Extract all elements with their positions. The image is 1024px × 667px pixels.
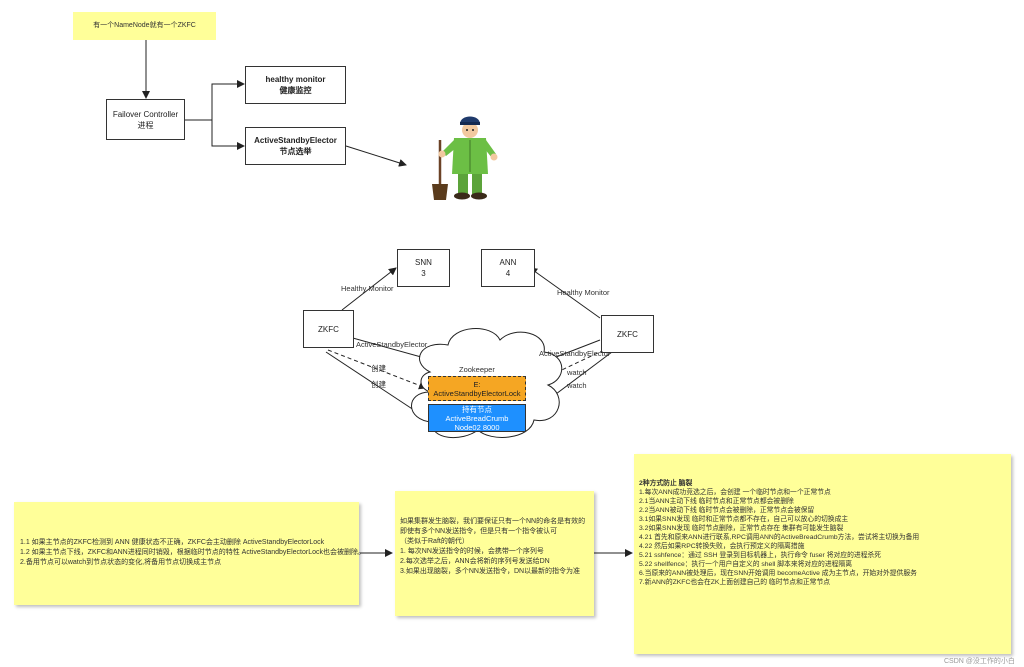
snn-num: 3 — [421, 269, 426, 278]
healthy-monitor-box: healthy monitor 健康监控 — [245, 66, 346, 104]
edge-zkfc-right-to-ann — [529, 267, 601, 319]
crumb-line2: ActiveBreadCrumb — [445, 413, 509, 423]
label-healthy-left: Healthy Monitor — [341, 284, 394, 293]
note-right-line-11: 4.22 然后如果RPC转换失败，会执行预定义的隔离措施 — [639, 543, 805, 550]
crumb-line3: Node02 8000 — [454, 422, 500, 432]
note-left-line-2: 1.2 如果主节点下线，ZKFC和ANN进程同时销毁，根据临时节点的特性 Act… — [20, 549, 365, 556]
note-left-line-1: 1.1 如果主节点的ZKFC检测到 ANN 健康状态不正确，ZKFC会主动删除 … — [20, 539, 325, 546]
lock-line2: ActiveStandbyElectorLock — [433, 388, 521, 398]
label-elector-left: ActiveStandbyElector — [356, 340, 428, 349]
ann-name: ANN — [499, 258, 517, 267]
zkfc-right-label: ZKFC — [617, 329, 638, 339]
failover-controller-title: Failover Controller — [112, 109, 179, 119]
zkfc-left-box: ZKFC — [303, 310, 354, 348]
elector-box: ActiveStandbyElector 节点选举 — [245, 127, 346, 165]
elector-title: ActiveStandbyElector — [254, 136, 337, 145]
note-right-line-7: 3.1如果SNN发现 临时和正常节点都不存在，自己可以放心的切换成主 — [639, 516, 849, 523]
label-create-1: 创建 — [371, 364, 386, 373]
label-create-2: 创建 — [371, 380, 386, 389]
edge-fc-to-monitor — [185, 80, 245, 121]
note-right-line-10: 4.21 首先和原来ANN进行联系,RPC调用ANN的ActiveBreadCr… — [639, 534, 920, 541]
label-elector-right: ActiveStandbyElector — [539, 349, 611, 358]
failover-controller-box: Failover Controller 进程 — [106, 99, 185, 140]
note-middle-line-8: 3.如果出现脑裂，多个NN发送指令，DN以最新的指令为准 — [400, 568, 581, 575]
worker-figure-image — [432, 116, 498, 200]
top-note: 有一个NameNode就有一个ZKFC — [73, 12, 216, 40]
watermark: CSDN @没工作的小白 — [944, 658, 1015, 665]
edge-zkfc-left-to-zk — [341, 334, 433, 362]
crumb-line1: 持有节点 — [462, 404, 492, 414]
active-standby-elector-lock-node: E: ActiveStandbyElectorLock — [428, 376, 526, 401]
edge-create-lock — [327, 349, 427, 390]
note-right-line-14: 5.22 shellfence：执行一个用户自定义的 shell 脚本来将对应的… — [639, 561, 853, 568]
note-middle-line-7: 2.每次选举之后，ANN会将新的序列号发送给DN — [400, 558, 550, 565]
note-right-line-3: 1.每次ANN成功竞选之后，会创建 一个临时节点和一个正常节点 — [639, 489, 831, 496]
note-right: 2种方式防止 脑裂 1.每次ANN成功竞选之后，会创建 一个临时节点和一个正常节… — [634, 454, 1011, 654]
ann-box: ANN 4 — [481, 249, 535, 287]
healthy-monitor-title: healthy monitor — [265, 75, 326, 84]
zkfc-right-box: ZKFC — [601, 315, 654, 353]
label-watch-1: watch — [567, 368, 587, 377]
zookeeper-label: Zookeeper — [459, 365, 495, 374]
label-healthy-right: Healthy Monitor — [557, 288, 610, 297]
note-middle: 如果集群发生脑裂，我们要保证只有一个NN的命名是有效的 即使有多个NN发送指令，… — [395, 491, 594, 616]
note-right-line-8: 3.2如果SNN发现 临时节点删除，正常节点存在 集群有可能发生脑裂 — [639, 525, 844, 532]
ann-num: 4 — [505, 269, 511, 278]
elector-subtitle: 节点选举 — [279, 147, 312, 156]
edge-fc-to-elector — [211, 120, 245, 150]
note-middle-line-3: 即使有多个NN发送指令，但是只有一个指令被认可 — [400, 528, 558, 535]
edge-create-crumb — [325, 351, 427, 419]
snn-name: SNN — [415, 258, 432, 267]
edge-zkfc-left-to-snn — [341, 267, 397, 311]
snn-box: SNN 3 — [397, 249, 450, 287]
failover-controller-subtitle: 进程 — [137, 120, 154, 130]
note-right-line-1: 2种方式防止 脑裂 — [639, 480, 693, 487]
note-middle-line-1: 如果集群发生脑裂，我们要保证只有一个NN的命名是有效的 — [400, 518, 586, 525]
note-middle-line-4: （类似于Raft的朝代） — [400, 538, 469, 545]
note-left: 1.1 如果主节点的ZKFC检测到 ANN 健康状态不正确，ZKFC会主动删除 … — [14, 502, 365, 605]
active-bread-crumb-node: 持有节点 ActiveBreadCrumb Node02 8000 — [428, 404, 526, 432]
note-right-line-5: 2.2当ANN被动下线 临时节点会被删除，正常节点会被保留 — [639, 507, 815, 514]
healthy-monitor-subtitle: 健康监控 — [279, 86, 312, 95]
note-right-line-18: 7.新ANN的ZKFC也会在ZK上面创建自己的 临时节点和正常节点 — [639, 579, 831, 586]
note-middle-line-6: 1. 每次NN发送指令的时候，会携带一个序列号 — [400, 548, 544, 555]
lock-line1: E: — [473, 379, 481, 389]
note-right-line-16: 6.当原来的ANN被处理后，现在SNN开始调用 becomeActive 成为主… — [639, 570, 917, 577]
label-watch-2: watch — [567, 381, 587, 390]
zkfc-left-label: ZKFC — [318, 324, 339, 334]
note-left-line-4: 2.备用节点可以watch到节点状态的变化,将备用节点切换成主节点 — [20, 559, 222, 566]
note-right-line-13: 5.21 sshfence：通过 SSH 登录到目标机器上，执行命令 fuser… — [639, 552, 882, 559]
top-note-text: 有一个NameNode就有一个ZKFC — [93, 22, 196, 29]
note-right-line-4: 2.1当ANN主动下线 临时节点和正常节点都会被删除 — [639, 498, 794, 505]
edge-elector-to-figure — [345, 145, 407, 167]
